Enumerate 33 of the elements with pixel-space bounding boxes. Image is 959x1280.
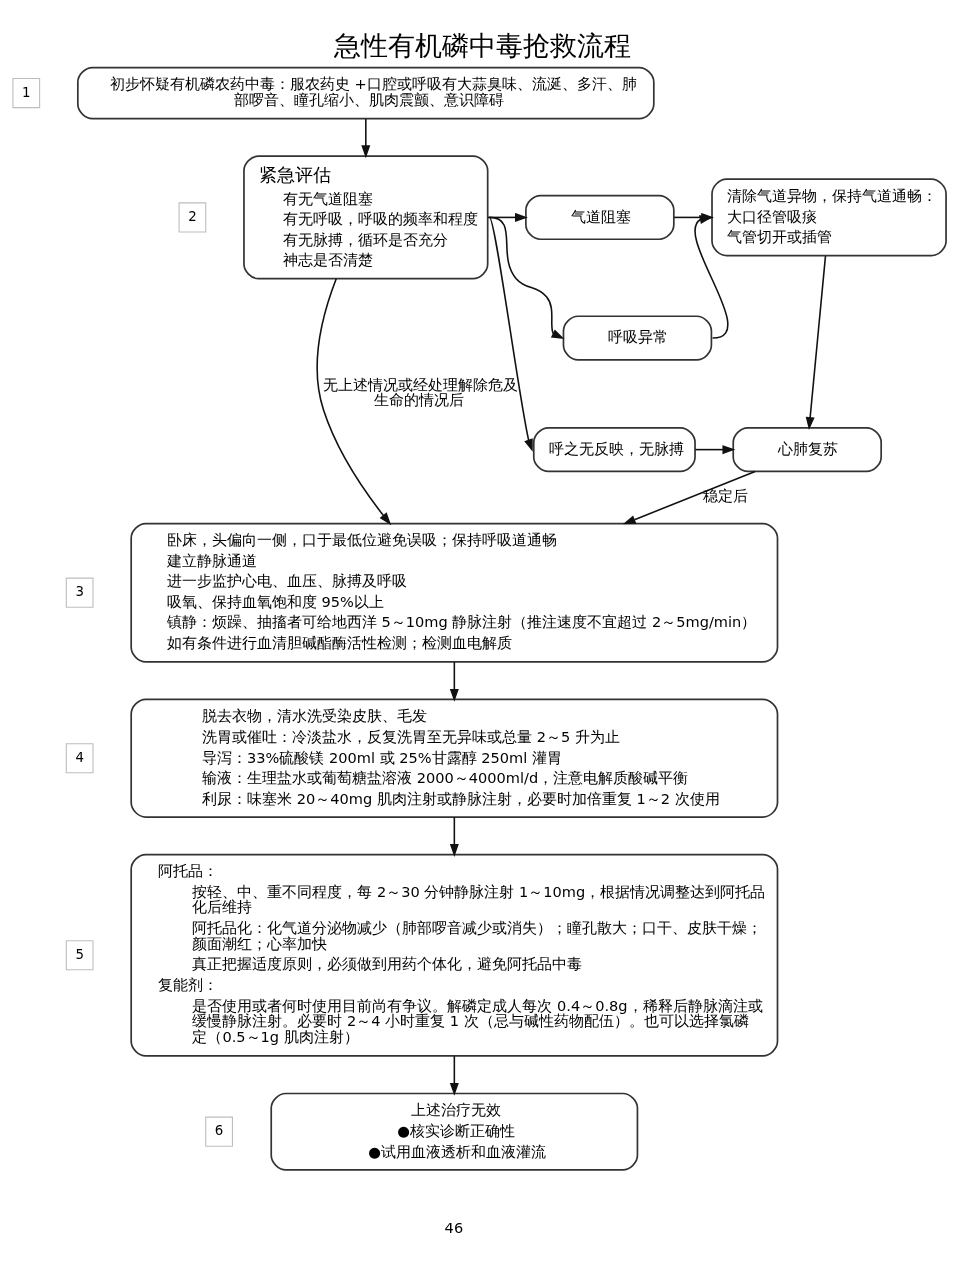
node-label: 5 [75,946,84,962]
arrow [449,1055,459,1096]
label: 46 [444,1219,464,1237]
diagram-title: 急性有机磷中毒抢救流程 [333,30,631,62]
arrow [622,470,756,525]
node-box: 心肺复苏 [732,426,882,473]
node-box: 阿托品： 按轻、中、重不同程度，每 2～30 分钟静脉注射 1～10mg，根据情况调整达到阿托品化后维持 阿托品化：化气道分泌物减少（肺部啰音减少或消失）；瞳孔散大；口干、皮肤干燥；颜面潮红；心率加快 真正把握适度原则，必须做到用药个体化，避免阿托品中毒 复能剂： 是否使用或者何时使用目前尚有争议。解磷定成人每次 0.4～0.8g，稀释后静脉滴注或缓慢静脉注射。必要时 2～4 小时重复 1 次（忌与碱性药物配伍）。也可以选择氯磷定（0.5～1g 肌肉注射） [130,853,779,1057]
node-box: 卧床，头偏向一侧，口于最低位避免误吸；保持呼吸道通畅 建立静脉通道 进一步监护心电、血压、脉搏及呼吸 吸氧、保持血氧饱和度 95%以上 镇静：烦躁、抽搐者可给地西洋 5～10mg 静脉注射（推注速度不宜超过 2～5mg/min） 如有条件进行血清胆碱酯酶活性检测；检测血电解质 [130,522,779,663]
node-box: 呼之无反映，无脉搏 [532,426,696,473]
edge-label: 稳定后 [702,487,748,505]
node-box: 脱去衣物，清水洗受染皮肤、毛发 洗胃或催吐：冷淡盐水，反复洗胃至无异味或总量 2～5 升为止 导泻：33%硫酸镁 200ml 或 25%甘露醇 250ml 灌胃 输液：生理盐水或葡萄糖盐溶液 2000～4000ml/d，注意电解质酸碱平衡 利尿：味塞米 20～40mg 肌肉注射或静脉注射，必要时加倍重复 1～2 次使用 [130,698,779,818]
arrow [449,661,459,702]
arrow [316,277,392,526]
node-label: 3 [75,584,84,600]
node-label: 6 [214,1123,224,1139]
arrow [449,816,459,857]
arrow [488,216,565,340]
arrow [694,215,729,339]
arrow [487,212,528,222]
node-box: 清除气道异物，保持气道通畅： 大口径管吸痰 气管切开或插管 [711,178,947,257]
arrow [361,118,371,159]
node-box: 紧急评估 有无气道阻塞 有无呼吸，呼吸的频率和程度 有无脉搏，循环是否充分 神志是否清楚 [243,155,489,280]
node-box: 气道阻塞 [525,194,675,241]
node-label: 4 [75,749,84,765]
arrow [694,445,736,455]
node-box: 初步怀疑有机磷农药中毒：服农药史 +口腔或呼吸有大蒜臭味、流涎、多汗、肺部啰音、瞳孔缩小、肌肉震颤、意识障碍 [77,66,655,120]
arrow [488,216,533,452]
node-label: 1 [22,84,31,100]
arrow [805,255,827,430]
node-box: 呼吸异常 [562,315,713,361]
node-box: 上述治疗无效 ●核实诊断正确性 ●试用血液透析和血液灌流 [270,1092,639,1171]
node-label: 2 [188,208,197,224]
edge-label: 无上述情况或经处理解除危及生命的情况后 [323,375,519,409]
